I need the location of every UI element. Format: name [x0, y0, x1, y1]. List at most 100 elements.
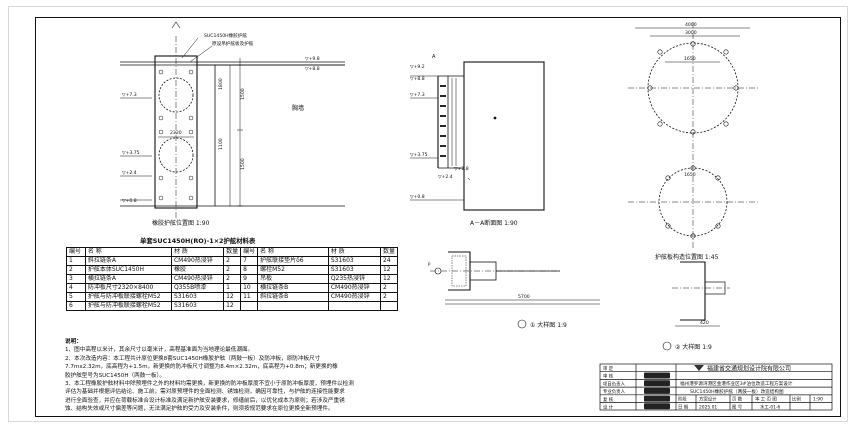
table-cell: 12 — [379, 265, 399, 275]
drawing-name: SUC1450H橡胶护舷（两鼓一板）改造结构图 — [690, 388, 784, 395]
role-4: 复 核 — [603, 396, 614, 403]
elev-375-sec: ▽+3.75 — [410, 152, 428, 158]
note-line: 1、图中高程以米计，其余尺寸以毫米计，高程基准面为当地理论最低潮面。 — [65, 347, 254, 354]
dwg-no-label: 图 号 — [732, 405, 743, 411]
notes: 说明： 1、图中高程以米计，其余尺寸以毫米计，高程基准面为当地理论最低潮面。2、… — [65, 338, 595, 414]
notes-lines: 1、图中高程以米计，其余尺寸以毫米计，高程基准面为当地理论最低潮面。2、本次改造… — [65, 346, 595, 413]
scale-label: 本 工 页 图 — [755, 396, 777, 403]
table-cell: CM490热浸锌 — [327, 283, 381, 293]
note-line: 7.7mx2.32m，底高程为+1.5m，新更换的防冲板尺寸调整为8.4m×2.… — [65, 364, 338, 371]
table-cell: 护舷联接垫片δ6 — [257, 256, 329, 266]
company-logo-icon — [694, 365, 704, 371]
table-cell: 2 — [223, 265, 242, 275]
front-view — [120, 21, 345, 220]
table-cell: 3 — [66, 274, 86, 284]
note-line: 3、本工程橡胶护舷材料中除预埋件之外的材料均需更换，新更换的防冲板厚度不宜小于原… — [65, 381, 354, 388]
table-cell: 1 — [223, 283, 242, 293]
elev-08-front: ▽+0.8 — [122, 198, 137, 204]
drawing-sheet — [8, 6, 848, 422]
detail-2 — [662, 261, 730, 351]
elev-375-front: ▽+3.75 — [122, 150, 140, 156]
elev-73-front: ▽+7.3 — [122, 92, 137, 98]
table-cell: 7 — [240, 256, 259, 266]
stage-label: 阶段 — [678, 396, 687, 403]
note-line: 2、本次改造内容：本工程共计原位更换8套SUC1450H橡胶护舷（两鼓一板）及防… — [65, 355, 321, 362]
elev-98-front: ▽+9.8 — [305, 56, 320, 62]
section-mark-a: A — [432, 54, 436, 60]
th-name-2: 名 称 — [257, 247, 329, 257]
dim-1500-b: 1500 — [240, 158, 246, 170]
table-cell: 横拉链条A — [84, 274, 172, 284]
th-no-1: 编号 — [66, 247, 86, 257]
table-cell: 10 — [240, 283, 259, 293]
section-mark-p: P — [428, 262, 431, 267]
table-cell — [240, 301, 259, 311]
table-cell: 4 — [66, 283, 86, 293]
dim-420: 420 — [700, 320, 709, 326]
table-cell: 护舷与防冲板联接螺栓M52 — [84, 292, 172, 302]
stage-value: 方案设计 — [699, 396, 717, 403]
table-cell — [327, 301, 381, 311]
table-cell: 1 — [66, 256, 86, 266]
table-cell: Q235热浸锌 — [327, 274, 381, 284]
detail-1 — [430, 251, 600, 329]
table-title: 单套SUC1450H(RO)-1×2护舷材料表 — [140, 237, 256, 245]
date-label: 日 期 — [678, 405, 689, 411]
table-cell: 24 — [379, 256, 399, 266]
table-cell: 斜拉链条B — [257, 292, 329, 302]
elev-24-sec: ▽+2.4 — [438, 174, 453, 180]
table-cell: 8 — [240, 265, 259, 275]
dim-1500-a: 1500 — [240, 88, 246, 100]
note-line: 胶护舷型号为SUC1450H（两鼓一板）。 — [65, 372, 165, 379]
table-cell: 斜拉链条A — [84, 256, 172, 266]
view-front-title: 橡胶护舷位置图 1:90 — [152, 219, 210, 227]
table-cell: S31603 — [170, 292, 225, 302]
label-old-panel: 原设吊护舷板及护舷 — [212, 40, 254, 47]
table-cell: CM490热浸锌 — [170, 274, 225, 284]
table-cell: 护舷本体SUC1450H — [84, 265, 172, 275]
section-aa — [410, 61, 545, 211]
table-cell: 2 — [379, 292, 399, 302]
ratio-value: 1:90 — [813, 397, 823, 403]
table-cell: 12 — [223, 292, 242, 302]
table-cell — [379, 301, 399, 311]
label-fender: SUC1450H橡胶护舷 — [204, 32, 247, 39]
table-cell: 横拉链条B — [257, 283, 329, 293]
table-cell: 12 — [379, 274, 399, 284]
dim-1650-a: 1650 — [684, 56, 696, 62]
table-cell: 2 — [223, 256, 242, 266]
table-cell: CM490热浸锌 — [170, 256, 225, 266]
date-value: 2025.01 — [699, 405, 717, 411]
dim-5700: 5700 — [518, 294, 530, 300]
table-cell: 橡胶 — [170, 265, 225, 275]
table-cell: CM490热浸锌 — [327, 292, 381, 302]
th-no-2: 编号 — [240, 247, 259, 257]
table-cell — [257, 301, 329, 311]
dim-4000: 4000 — [685, 22, 697, 28]
table-cell: 2 — [223, 274, 242, 284]
elev-28-sec: ▽+2.8 — [454, 166, 469, 172]
dim-3000: 3000 — [685, 30, 697, 36]
role-0: 审 定 — [603, 365, 614, 372]
view-panel-title: 护舷板构造位置图 1:45 — [655, 253, 719, 261]
dim-1650-b: 1650 — [684, 172, 696, 178]
table-cell: 2 — [66, 265, 86, 275]
table-cell: 螺栓M52 — [257, 265, 329, 275]
table-header-row: 编号 名 称 材 质 数量 编号 名 称 材 质 数量 — [66, 247, 399, 257]
sheet-label: 页 数 — [732, 396, 743, 403]
elev-92-sec: ▽+9.2 — [410, 64, 425, 70]
elev-73-sec: ▽+7.3 — [410, 92, 425, 98]
table-cell: 11 — [240, 292, 259, 302]
table-cell: Q355B喷漆 — [170, 283, 225, 293]
th-material-1: 材 质 — [170, 247, 225, 257]
table-cell: 12 — [223, 301, 242, 311]
note-line: 评估为基础并根据评估结论、施工前，需对原预埋件的全面检测、锈蚀检测，确因可靠性，… — [65, 389, 345, 396]
table-cell: 吊板 — [257, 274, 329, 284]
elev-24-front: ▽+2.4 — [122, 170, 137, 176]
title-block-grid — [599, 363, 833, 411]
